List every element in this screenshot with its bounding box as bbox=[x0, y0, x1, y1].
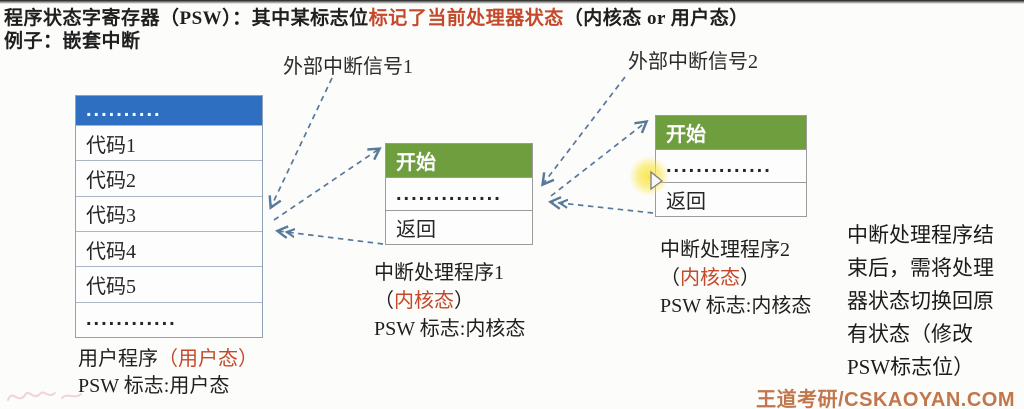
handler1-dots-row: .............. bbox=[386, 176, 532, 211]
side-note-line4: 有状态（修改 bbox=[847, 322, 973, 346]
handler1-caption-line3: PSW 标志:内核态 bbox=[374, 318, 526, 340]
side-note: 中断处理程序结 束后，需将处理 器状态切换回原 有状态（修改 PSW标志位） bbox=[847, 219, 994, 384]
handler1-table: 开始 .............. 返回 bbox=[385, 143, 533, 245]
video-top-edge bbox=[0, 0, 1024, 4]
code-row-3: 代码3 bbox=[76, 195, 262, 231]
title-part-black1: 程序状态字寄存器（PSW）：其中某标志位 bbox=[4, 8, 369, 29]
arrow-signal1-to-user-program bbox=[268, 77, 333, 210]
brand-watermark: 王道考研/CSKAOYAN.COM bbox=[756, 389, 1015, 409]
handler2-caption-line2: （内核态） bbox=[660, 267, 760, 289]
side-note-line3: 器状态切换回原 bbox=[847, 289, 994, 313]
code-row-4: 代码4 bbox=[76, 230, 262, 267]
handler1-caption-line1: 中断处理程序1 bbox=[374, 262, 504, 284]
handler2-start-row: 开始 bbox=[656, 116, 806, 149]
handler2-table: 开始 .............. 返回 bbox=[655, 115, 807, 217]
handler2-dots-row: .............. bbox=[656, 148, 806, 183]
title-part-black2: （内核态 or 用户态） bbox=[563, 8, 749, 29]
user-program-table: .......... 代码1 代码2 代码3 代码4 代码5 .........… bbox=[75, 95, 263, 338]
title-part-highlight: 标记了当前处理器状态 bbox=[368, 8, 564, 29]
slide-title-line1: 程序状态字寄存器（PSW）：其中某标志位标记了当前处理器状态（内核态 or 用户… bbox=[4, 3, 749, 30]
cursor-highlight bbox=[629, 156, 669, 196]
handler1-start-row: 开始 bbox=[386, 144, 532, 177]
handler2-caption: 中断处理程序2 （内核态） PSW 标志:内核态 bbox=[660, 236, 811, 320]
code-row-5: 代码5 bbox=[76, 266, 262, 302]
handler1-caption: 中断处理程序1 （内核态） PSW 标志:内核态 bbox=[374, 259, 525, 343]
arrow-handler1-return-to-user-program bbox=[278, 231, 384, 245]
handler1-return-row: 返回 bbox=[386, 210, 532, 245]
user-program-caption: 用户程序（用户态） PSW 标志:用户态 bbox=[78, 346, 258, 400]
signal2-label: 外部中断信号2 bbox=[628, 51, 758, 73]
user-program-caption-line2: PSW 标志:用户态 bbox=[78, 375, 230, 397]
handler2-caption-line3: PSW 标志:内核态 bbox=[660, 295, 812, 317]
code-row-2: 代码2 bbox=[76, 160, 262, 196]
handler1-caption-line2: （内核态） bbox=[374, 290, 474, 312]
arrow-signal2-to-handler1 bbox=[541, 76, 626, 187]
slide-title-line2: 例子：嵌套中断 bbox=[4, 31, 141, 52]
user-program-caption-line1: 用户程序（用户态） bbox=[78, 348, 258, 370]
handler2-caption-line1: 中断处理程序2 bbox=[660, 239, 790, 261]
arrow-user-program-to-handler1 bbox=[273, 147, 382, 221]
code-row-1: 代码1 bbox=[76, 125, 262, 161]
code-row-dots: ............ bbox=[76, 301, 262, 337]
user-program-header-dots: .......... bbox=[76, 96, 262, 125]
side-note-line5: PSW标志位） bbox=[847, 355, 975, 379]
handler2-return-row: 返回 bbox=[656, 182, 806, 217]
signal1-label: 外部中断信号1 bbox=[283, 56, 413, 78]
arrow-handler2-return-to-handler1 bbox=[551, 202, 654, 214]
side-note-line1: 中断处理程序结 bbox=[847, 223, 994, 247]
side-note-line2: 束后，需将处理 bbox=[847, 256, 994, 280]
